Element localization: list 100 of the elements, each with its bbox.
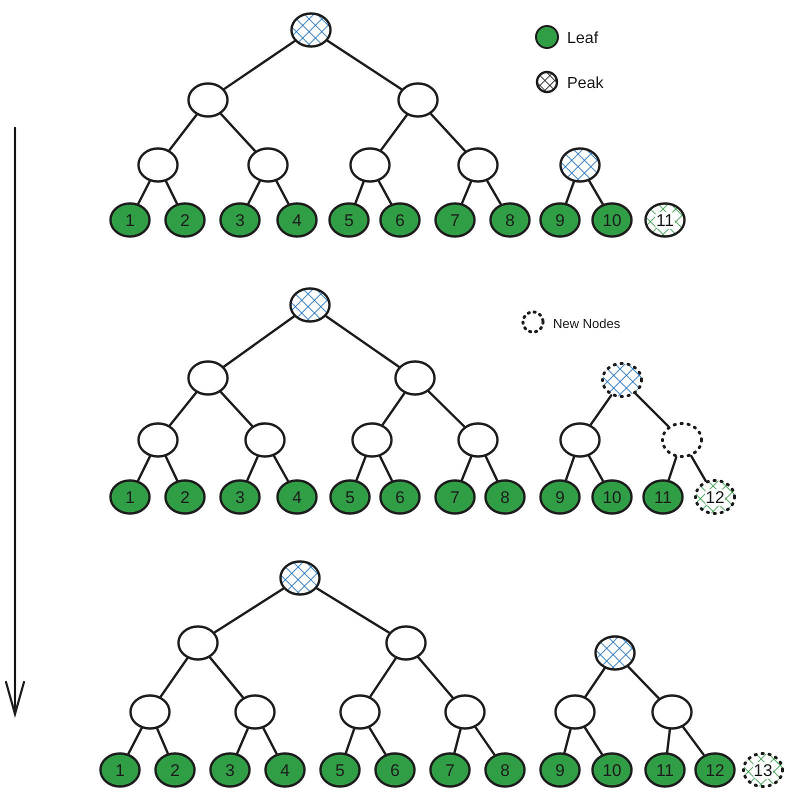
new-peak-leaf-circle: [742, 752, 784, 788]
leaf-number: 6: [390, 762, 400, 778]
tree-node-circle: [554, 694, 596, 730]
leaf-node-circle: [539, 752, 581, 788]
tree-node-circle: [385, 625, 427, 661]
leaf-number: 1: [115, 762, 125, 778]
tree-edge: [164, 180, 178, 205]
tree-edge: [378, 180, 392, 205]
leaf-number: 7: [445, 762, 455, 778]
leaf-node-circle: [591, 479, 633, 515]
leaf-number: 7: [450, 212, 460, 228]
leaf-number: 11: [654, 488, 672, 506]
tree-edge: [382, 392, 406, 426]
tree-node-circle: [137, 422, 179, 458]
leaf-node-circle: [434, 202, 476, 238]
tree-node-circle: [339, 694, 381, 730]
leaf-node-circle: [276, 479, 318, 515]
leaf-number: 9: [555, 212, 565, 228]
leaf-number: 1: [125, 488, 135, 506]
leaf-number: 5: [344, 212, 354, 228]
leaf-number: 9: [555, 762, 565, 778]
tree-edge: [136, 455, 152, 482]
tree-edge: [326, 40, 402, 90]
peak-leaf-circle: [644, 202, 686, 238]
tree-node-circle: [444, 694, 486, 730]
leaf-number: 3: [235, 212, 245, 228]
leaf-number: 3: [225, 762, 235, 778]
tree-edge: [344, 728, 356, 754]
tree-edge: [690, 454, 707, 482]
tree-edge: [584, 726, 604, 756]
leaf-node-circle: [591, 202, 633, 238]
tree-node-circle: [457, 422, 499, 458]
leaf-node-circle: [319, 752, 361, 788]
tree-edge: [220, 112, 256, 152]
tree-edge: [247, 180, 261, 205]
tree-edge: [316, 587, 390, 634]
tree-node-circle: [177, 625, 219, 661]
peak-node-circle: [290, 12, 332, 48]
leaf-node-circle: [489, 202, 531, 238]
tree-edge: [584, 667, 606, 698]
leaf-node-circle: [264, 752, 306, 788]
tree-edge: [272, 455, 290, 482]
tree-edge: [682, 726, 705, 756]
tree-edge: [168, 114, 198, 152]
tree-edge: [460, 456, 472, 482]
tree-edge: [223, 40, 296, 90]
tree-edge: [208, 656, 244, 698]
leaf-number: 8: [500, 762, 510, 778]
tree-node-circle: [247, 147, 289, 183]
tree-edge: [428, 390, 466, 428]
tree-edge: [214, 588, 284, 634]
tree-edge: [460, 180, 472, 204]
tree-edge: [355, 456, 367, 482]
leaf-node-circle: [99, 752, 141, 788]
peak-node-circle: [559, 147, 601, 183]
tree-node-circle: [457, 147, 499, 183]
tree-edge: [430, 112, 466, 152]
leaf-number: 8: [505, 212, 515, 228]
tree-edge: [275, 180, 290, 205]
tree-edge: [486, 180, 502, 206]
tree-node-circle: [137, 147, 179, 183]
leaf-number: 4: [292, 488, 302, 506]
tree-edge: [246, 456, 259, 482]
leaf-node-circle: [329, 479, 371, 515]
tree-edge: [368, 726, 387, 756]
tree-edge: [222, 315, 296, 368]
tree-edge: [564, 456, 576, 481]
tree-edge: [325, 315, 400, 368]
tree-edge: [354, 180, 365, 204]
leaf-node-circle: [539, 479, 581, 515]
leaf-node-circle: [484, 752, 526, 788]
leaf-node-circle: [379, 479, 421, 515]
tree-edge: [565, 180, 575, 204]
leaf-node-circle: [164, 202, 206, 238]
tree-node-circle: [351, 422, 393, 458]
leaf-node-circle: [591, 752, 633, 788]
leaf-node-circle: [219, 479, 261, 515]
tree-edge: [137, 180, 151, 205]
tree-edge: [127, 727, 143, 755]
tree-edge: [156, 728, 169, 754]
leaf-number: 9: [555, 488, 565, 506]
leaf-number: 10: [602, 488, 622, 506]
tree-edge: [453, 728, 462, 754]
leaf-number: 2: [180, 212, 190, 228]
tree-edge: [236, 728, 249, 754]
tree-edge: [380, 114, 408, 151]
tree-edge: [474, 726, 496, 756]
legend-label: Leaf: [567, 29, 598, 49]
leaf-number: 7: [450, 488, 460, 506]
leaf-node-circle: [434, 479, 476, 515]
leaf-number: 5: [345, 488, 355, 506]
leaf-number: 12: [706, 762, 724, 778]
leaf-number: 8: [500, 488, 510, 506]
tree-edge: [164, 455, 178, 482]
legend-label: Peak: [567, 74, 604, 94]
tree-edge: [590, 394, 612, 426]
new-peak-leaf-circle: [694, 479, 736, 515]
tree-edge: [634, 392, 670, 428]
leaf-node-circle: [276, 202, 318, 238]
leaf-number: 2: [180, 488, 190, 506]
